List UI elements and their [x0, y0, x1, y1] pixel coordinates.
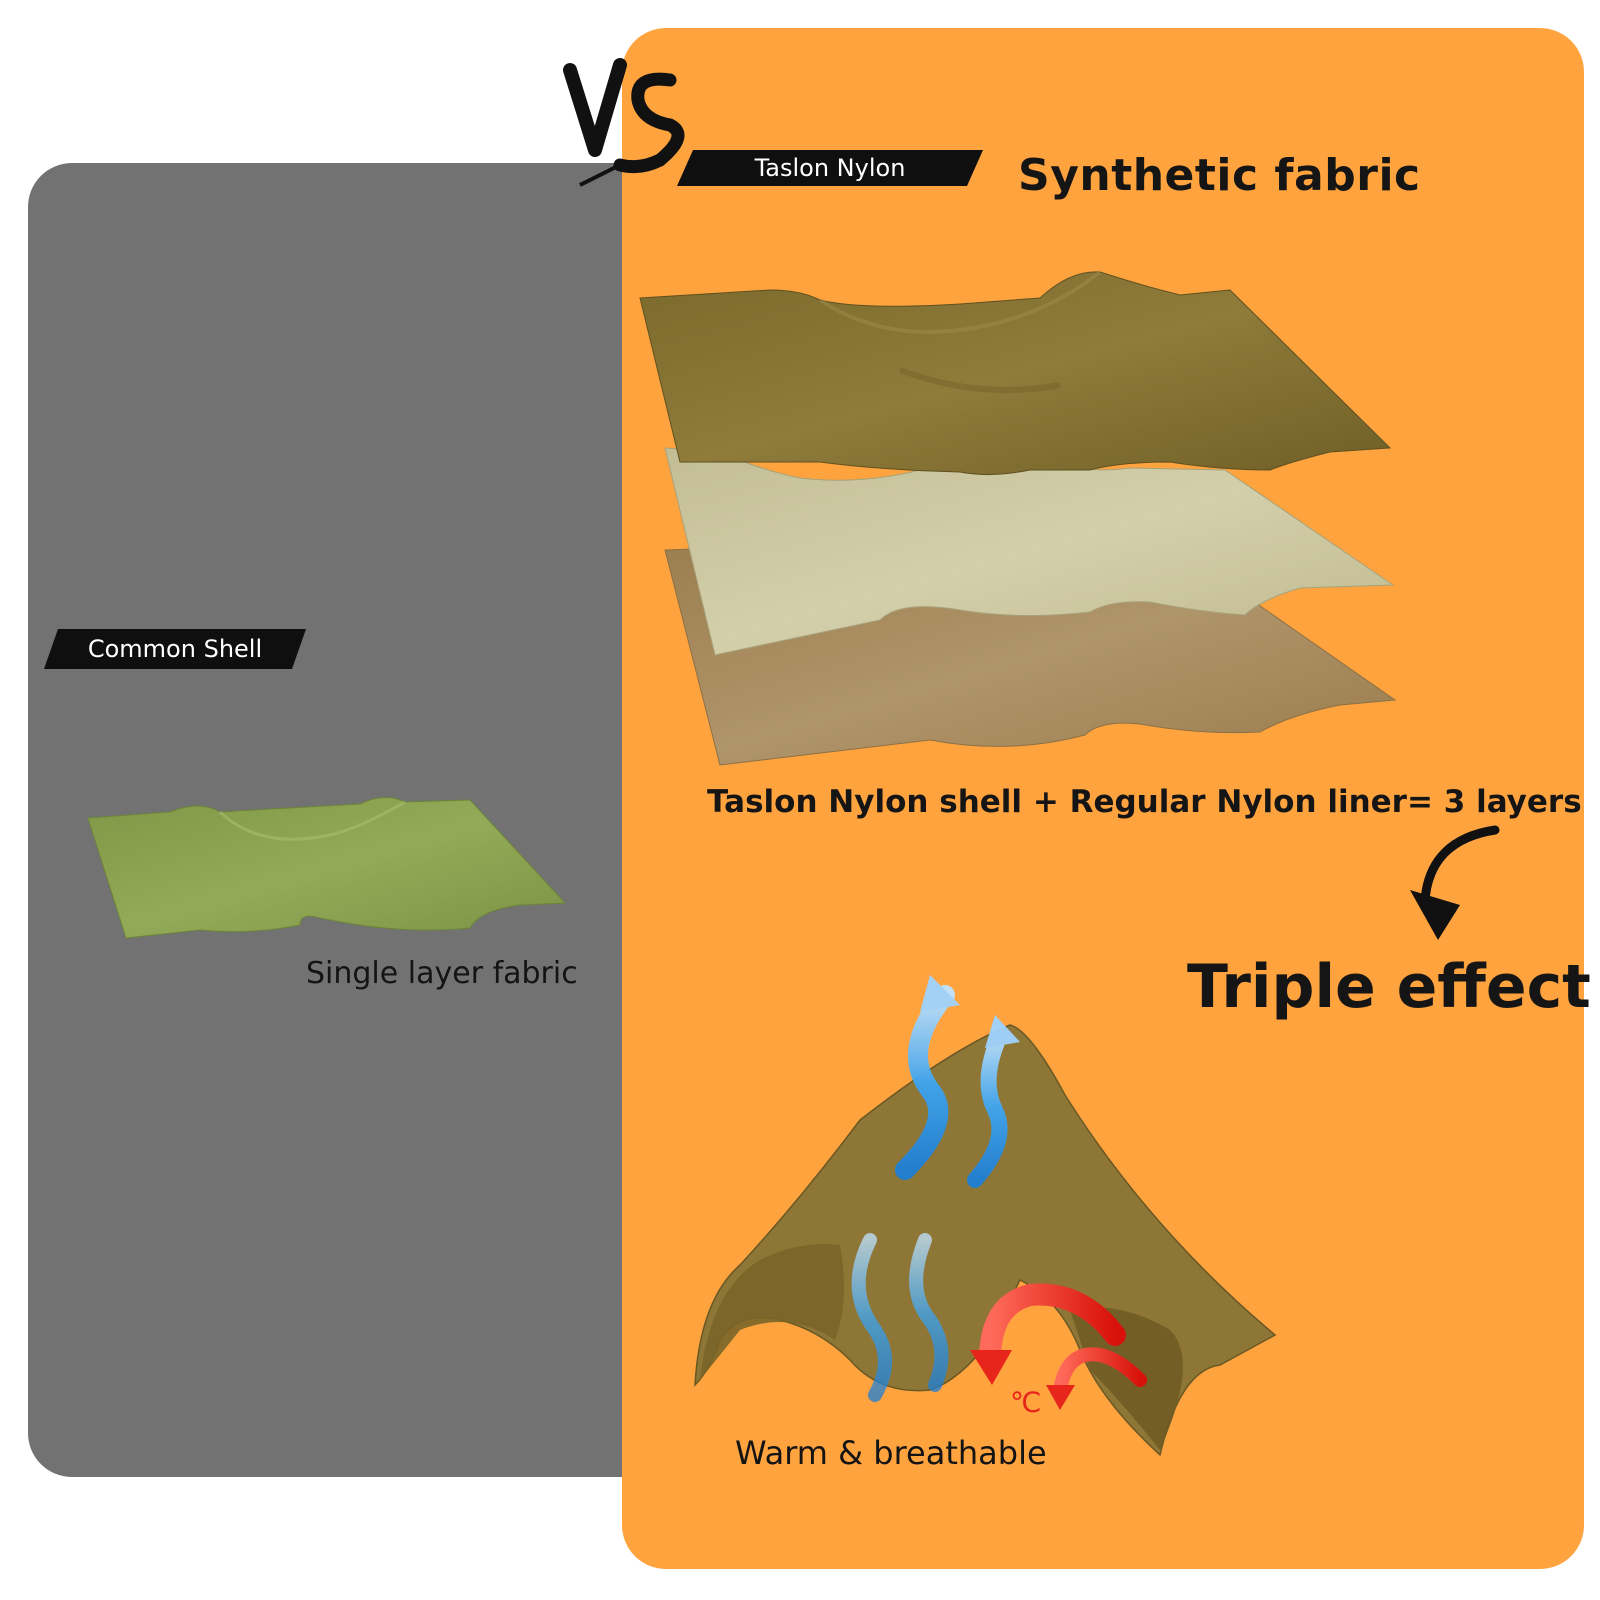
taslon-nylon-badge: Taslon Nylon [677, 150, 983, 186]
liner-layer-middle [664, 447, 1395, 656]
common-shell-label: Common Shell [87, 635, 263, 663]
taslon-nylon-label: Taslon Nylon [754, 154, 906, 182]
vs-logo [563, 58, 685, 187]
common-shell-badge: Common Shell [44, 629, 306, 669]
warm-breathable-caption: Warm & breathable [735, 1434, 1047, 1472]
heat-retention-icon [970, 1283, 1147, 1410]
single-layer-caption: Single layer fabric [306, 956, 578, 991]
celsius-symbol: ℃ [1010, 1386, 1041, 1419]
single-layer-fabric [87, 797, 567, 939]
synthetic-fabric-heading: Synthetic fabric [1018, 150, 1421, 201]
taslon-shell-layer [639, 271, 1392, 476]
triple-effect-heading: Triple effect [1187, 952, 1591, 1022]
airflow-icon [851, 975, 1020, 1402]
layers-formula-text: Taslon Nylon shell + Regular Nylon liner… [707, 784, 1582, 820]
curved-arrow-icon [1420, 825, 1500, 905]
